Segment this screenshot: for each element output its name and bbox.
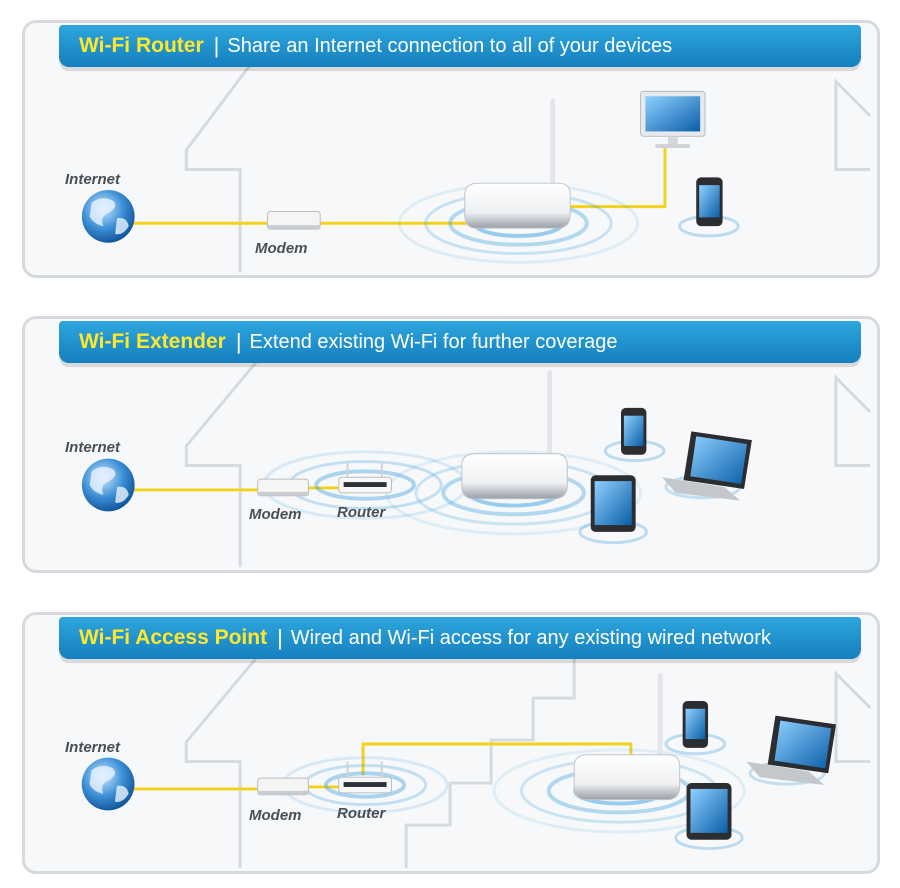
access-point-banner: Wi-Fi Access Point | Wired and Wi-Fi acc… [59,617,861,659]
router-panel: Internet Modem Wi-Fi Router | Share an I… [22,20,880,278]
extender-panel: Internet Modem Router Wi-Fi Extender | E… [22,316,880,573]
monitor-icon [640,90,706,149]
cable [562,148,667,209]
modem-label: Modem [255,240,308,257]
wall-outline-right [834,670,872,764]
modem-icon [257,777,309,796]
panel-title: Wi-Fi Access Point [79,626,268,649]
access-point-scene [81,653,872,869]
panel-description: Extend existing Wi-Fi for further covera… [249,330,618,353]
modem-label: Modem [249,506,302,523]
laptop-icon [662,431,752,501]
router-icon [338,761,392,794]
router-icon [338,461,392,494]
modem-label: Modem [249,807,302,824]
extender-scene [81,357,872,568]
title-separator: | [213,33,220,58]
modem-icon [266,211,321,230]
router-icon [461,370,568,500]
router-icon [464,98,571,229]
router-label: Router [337,504,386,521]
title-separator: | [235,329,242,354]
wall-outline-right [834,374,872,467]
tablet-icon [674,783,744,850]
router-label: Router [337,805,386,822]
internet-label: Internet [65,171,121,188]
panel-description: Wired and Wi-Fi access for any existing … [290,626,771,649]
smartphone-icon [664,700,727,756]
panel-title: Wi-Fi Router [79,34,204,57]
extender-banner: Wi-Fi Extender | Extend existing Wi-Fi f… [59,321,861,363]
wall-outline [184,653,261,869]
wall-outline [184,357,261,568]
laptop-icon [746,715,837,786]
wall-outline-right [834,78,872,171]
globe-icon [81,458,135,512]
panel-title: Wi-Fi Extender [79,330,226,353]
router-banner: Wi-Fi Router | Share an Internet connect… [59,25,861,67]
wall-outline [184,51,261,273]
router-icon [573,673,681,801]
panel-description: Share an Internet connection to all of y… [227,34,673,57]
tablet-icon [578,475,648,545]
globe-icon [81,190,135,243]
title-separator: | [277,625,283,650]
access-point-panel: Internet Modem Router Wi-Fi Access Point… [22,612,880,874]
smartphone-icon [603,407,666,463]
router-scene [81,51,872,273]
internet-label: Internet [65,439,121,456]
internet-label: Internet [65,739,121,756]
smartphone-icon [678,177,740,238]
staircase-outline [404,658,576,869]
globe-icon [81,757,135,811]
modem-icon [257,478,309,497]
